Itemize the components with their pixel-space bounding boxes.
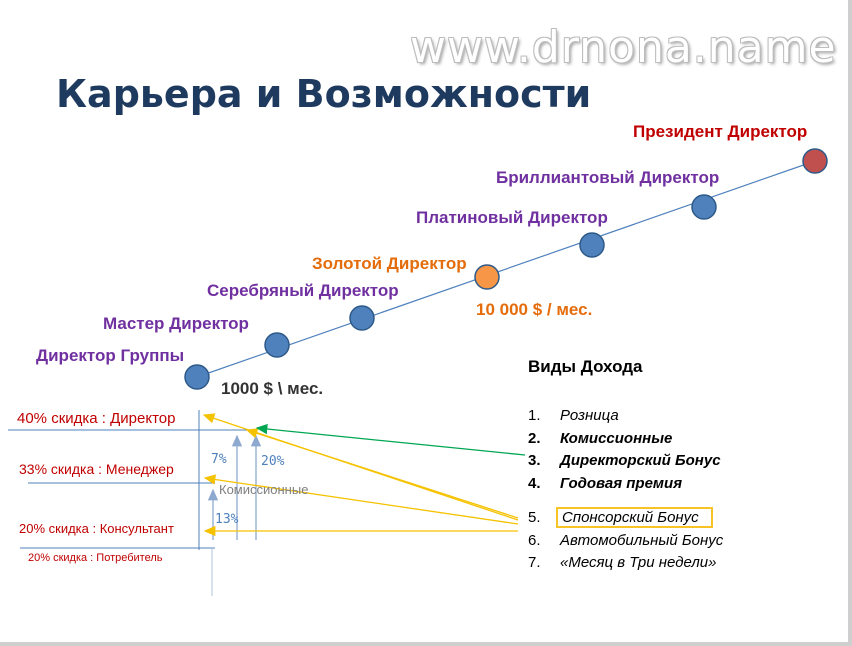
sponsor-arrow-manager <box>203 474 519 525</box>
commission-label: Комиссионные <box>219 482 309 497</box>
percent-13: 13% <box>215 512 239 527</box>
discount-director: 40% скидка : Директор <box>17 410 176 427</box>
level-label-platinum-director: Платиновый Директор <box>416 208 608 227</box>
career-dot <box>579 232 605 258</box>
level-label-diamond-director: Бриллиантовый Директор <box>496 168 720 187</box>
percent-20: 20% <box>261 454 285 469</box>
career-line <box>196 160 816 378</box>
discount-consumer: 20% скидка : Потребитель <box>28 552 163 564</box>
income-low: 1000 $ \ мес. <box>221 379 324 398</box>
list-item: 7.«Месяц в Три недели» <box>528 554 717 571</box>
sponsor-arrow-upper <box>245 428 519 519</box>
income-types-list: 1.Розница 2.Комиссионные 3.Директорский … <box>528 405 723 575</box>
career-dot <box>474 264 500 290</box>
sponsor-bonus-highlight: Спонсорский Бонус <box>556 507 713 528</box>
list-item: 1.Розница <box>528 407 619 424</box>
income-high: 10 000 $ / мес. <box>476 300 593 319</box>
level-label-group-director: Директор Группы <box>36 346 185 365</box>
income-types-title: Виды Дохода <box>528 357 643 376</box>
level-label-gold-director: Золотой Директор <box>312 254 467 273</box>
level-label-master-director: Мастер Директор <box>103 314 249 333</box>
list-item: 4.Годовая премия <box>528 474 683 492</box>
discount-consultant: 20% скидка : Консультант <box>19 521 174 536</box>
career-dot <box>691 194 717 220</box>
list-item: 6.Автомобильный Бонус <box>528 531 724 549</box>
level-label-silver-director: Серебряный Директор <box>207 281 399 300</box>
career-dot <box>802 148 828 174</box>
career-dot <box>349 305 375 331</box>
watermark: www.drnona.name <box>410 22 837 73</box>
percent-7: 7% <box>211 452 227 467</box>
level-label-president-director: Президент Директор <box>633 122 808 141</box>
list-item: 3.Директорский Бонус <box>528 452 721 469</box>
commission-arrow <box>255 423 526 456</box>
list-item: 5.Спонсорский Бонус <box>528 507 723 530</box>
discount-manager: 33% скидка : Менеджер <box>19 461 174 477</box>
list-item: 2.Комиссионные <box>528 429 673 447</box>
career-dot <box>184 364 210 390</box>
career-dot <box>264 332 290 358</box>
page-title: Карьера и Возможности <box>56 72 592 116</box>
